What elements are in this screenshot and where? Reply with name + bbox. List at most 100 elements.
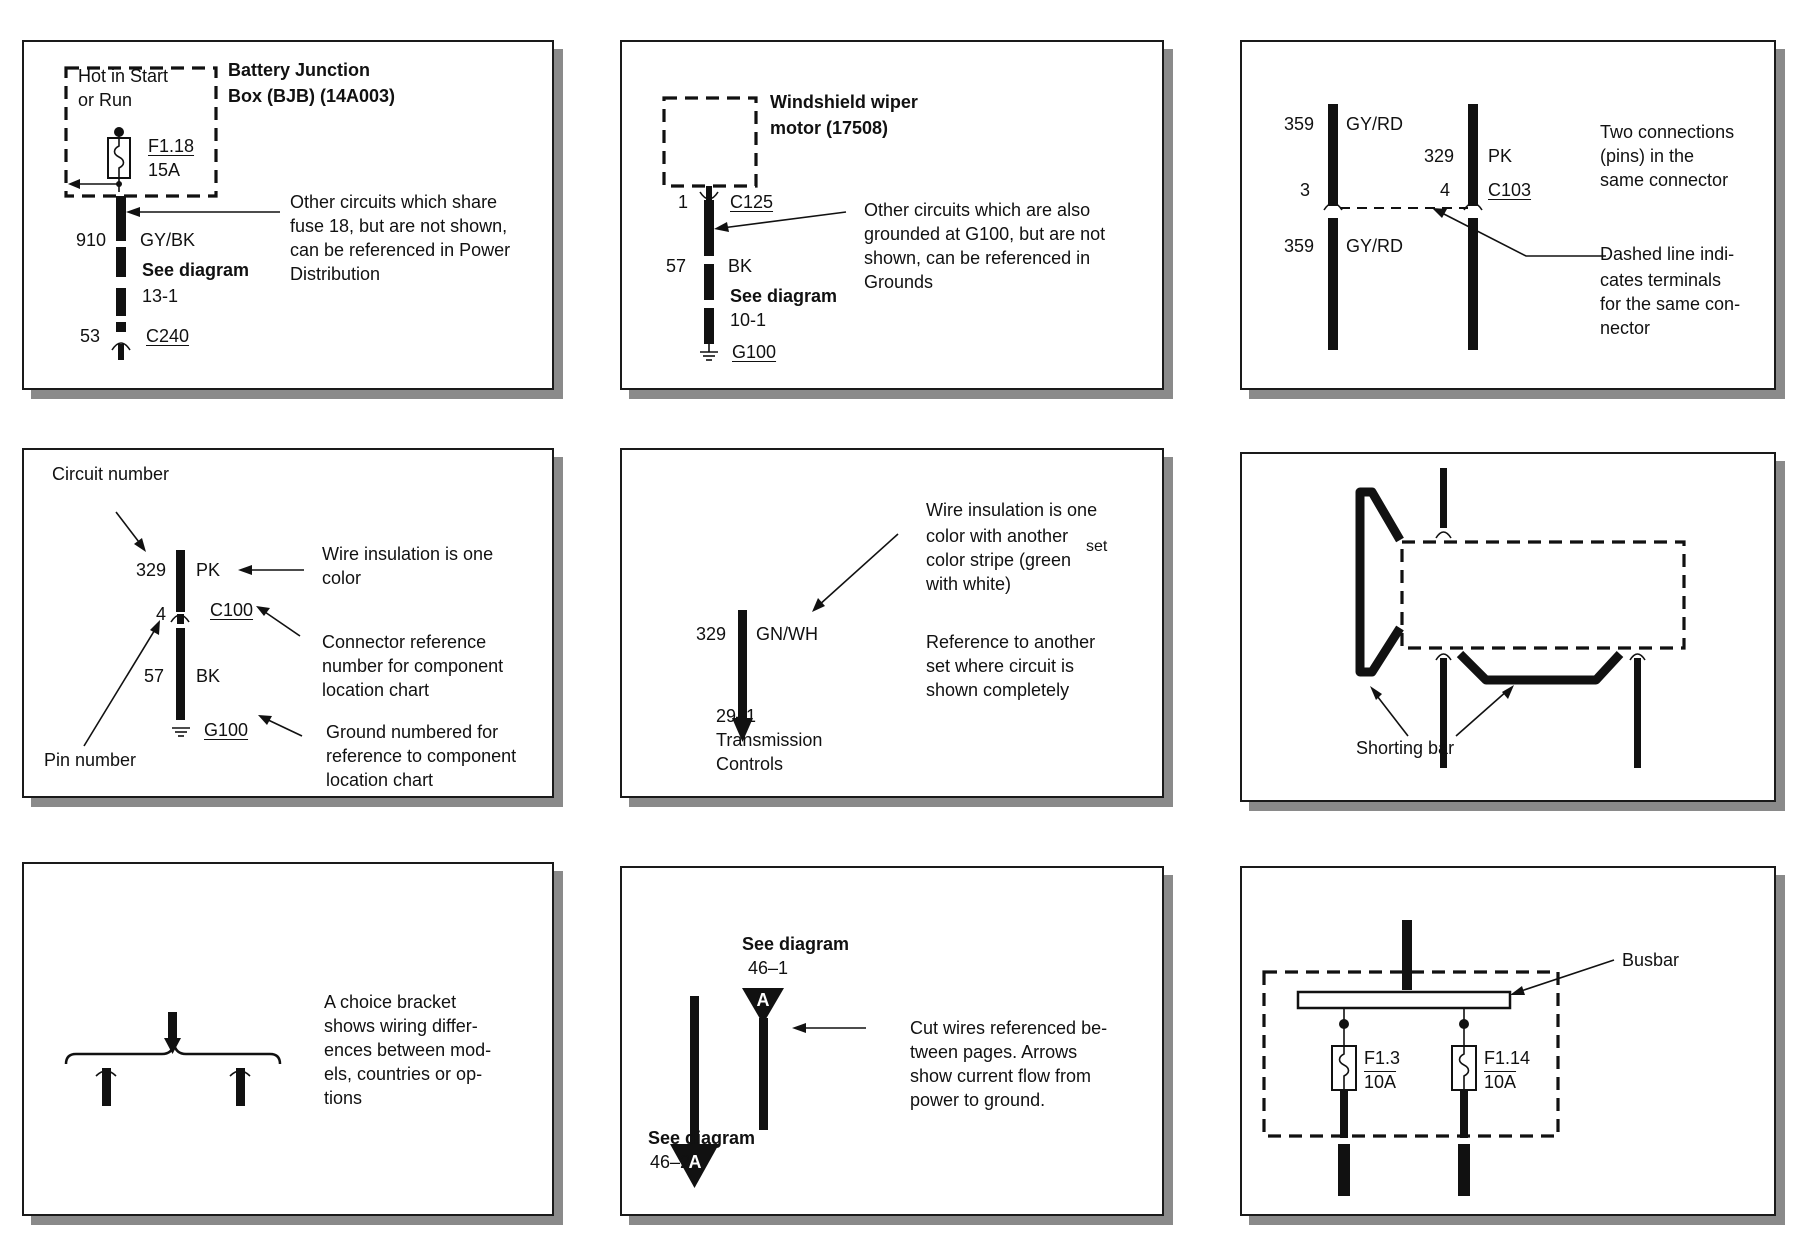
note-line1: A choice bracket (324, 992, 457, 1012)
or-run-label: or Run (78, 90, 133, 110)
note-line4: Grounds (864, 272, 934, 292)
connector-ref: C125 (730, 192, 774, 212)
panel-two-connections: 359 GY/RD 329 PK 3 4 C103 359 GY/RD Two … (1240, 40, 1776, 390)
dash-note-line1: Dashed line indi- (1600, 244, 1735, 264)
reference-note-line1: Reference to another (926, 632, 1096, 652)
connector-note-line2: number for component (322, 656, 504, 676)
ground-note-line2: reference to component (326, 746, 517, 766)
panel-wire-reference: Wire insulation is one color with anothe… (620, 448, 1164, 798)
wire-color: GY/BK (140, 230, 196, 250)
panel-6-graphic (1355, 468, 1686, 768)
note-line2: shows wiring differ- (324, 1016, 478, 1036)
note-line2: fuse 18, but are not shown, (290, 216, 508, 236)
note-line2: tween pages. Arrows (910, 1042, 1078, 1062)
diagram-ref-bottom: 46–2 (650, 1152, 691, 1172)
bjb-dashed-box (64, 66, 218, 198)
note-line1: Other circuits which are also (864, 200, 1091, 220)
note-line4: els, countries or op- (324, 1064, 483, 1084)
circuit-number: 910 (76, 230, 107, 250)
note-line3: can be referenced in Power (290, 240, 511, 260)
fuse-1-label: F1.3 (1364, 1048, 1401, 1068)
arrow-left-icon (68, 179, 80, 189)
note-line3: shown, can be referenced in (864, 248, 1091, 268)
reference-name-line2: Controls (716, 754, 784, 774)
connector-ref: C103 (1488, 180, 1532, 200)
note-line5: tions (324, 1088, 363, 1108)
see-diagram-top: See diagram (742, 934, 850, 954)
panel-shorting-bar: Shorting bar (1240, 452, 1776, 802)
note-line1: Other circuits which share (290, 192, 498, 212)
motor-title-line2: motor (17508) (770, 118, 889, 138)
insulation-note-line1: Wire insulation is one (926, 500, 1098, 520)
panel-3-graphic (1323, 104, 1606, 350)
arrow-a-incoming-icon (742, 988, 784, 1024)
pin-number-label: Pin number (44, 750, 137, 770)
pin-number: 53 (80, 326, 101, 346)
panel-windshield-wiper: Windshield wiper motor (17508) 1 C125 57… (620, 40, 1164, 390)
hot-in-start-label: Hot in Start (78, 66, 169, 86)
ground-note-line3: location chart (326, 770, 434, 790)
connector-ref: C240 (146, 326, 190, 346)
busbar-label: Busbar (1622, 950, 1680, 970)
panel-5-graphic (732, 533, 899, 742)
circuit-number-2: 57 (144, 666, 165, 686)
pin-right: 4 (1440, 180, 1451, 200)
ground-ref: G100 (204, 720, 249, 740)
arrow-a-down-icon (670, 1144, 719, 1188)
see-diagram-label: See diagram (730, 286, 838, 306)
fuse-2-label: F1.14 (1484, 1048, 1531, 1068)
wire-color: PK (196, 560, 221, 580)
panel-7-graphic (64, 1012, 282, 1106)
pointer-arrow-icon (1510, 986, 1525, 995)
note-line2: grounded at G100, but are not (864, 224, 1106, 244)
pointer-arrow-icon (1432, 208, 1447, 218)
motor-dashed-box (662, 96, 758, 188)
fuse-label: F1.18 (148, 136, 195, 156)
ground-note-line1: Ground numbered for (326, 722, 499, 742)
reference-name-line1: Transmission (716, 730, 823, 750)
arrow-letter-top: A (756, 990, 770, 1010)
fuse-1-amp: 10A (1364, 1072, 1397, 1092)
dash-note-line2: cates terminals (1600, 270, 1722, 290)
note-line1: Cut wires referenced be- (910, 1018, 1108, 1038)
reference-note-line2: set where circuit is (926, 656, 1075, 676)
insulation-note-line2: color with another (926, 526, 1069, 546)
see-diagram-label: See diagram (142, 260, 250, 280)
motor-title-line1: Windshield wiper (770, 92, 918, 112)
circuit-left-top: 359 (1284, 114, 1315, 134)
note-line4: Distribution (290, 264, 381, 284)
panel-8-graphic (670, 988, 866, 1188)
insulation-note-line3: color stripe (green (926, 550, 1072, 570)
choice-bracket (64, 1043, 282, 1065)
insulation-note-set: set (1086, 538, 1108, 555)
color-right: PK (1488, 146, 1513, 166)
circuit-number: 57 (666, 256, 687, 276)
diagram-ref: 10-1 (730, 310, 767, 330)
panel-4-graphic (83, 511, 304, 747)
circuit-right: 329 (1424, 146, 1455, 166)
pointer-arrow-icon (792, 1023, 806, 1033)
panel-1-graphic (64, 66, 280, 360)
reference-number: 29–1 (716, 706, 757, 726)
note-line4: power to ground. (910, 1090, 1046, 1110)
panel-2-graphic (662, 96, 847, 361)
component-dashed-box (1400, 540, 1686, 650)
shorting-bar-left (1355, 487, 1404, 677)
reference-note-line3: shown completely (926, 680, 1070, 700)
bjb-title-line1: Battery Junction (228, 60, 371, 80)
insulation-note-line2: color (322, 568, 362, 588)
wire-color: BK (728, 256, 753, 276)
color-left-top: GY/RD (1346, 114, 1404, 134)
pin-left: 3 (1300, 180, 1311, 200)
pointer-arrow-icon (126, 207, 140, 217)
circuit-number: 329 (136, 560, 167, 580)
dash-note-line4: nector (1600, 318, 1651, 338)
see-diagram-bottom: See diagram (648, 1128, 756, 1148)
connector-ref: C100 (210, 600, 254, 620)
ground-ref: G100 (732, 342, 777, 362)
insulation-note-line4: with white) (926, 574, 1012, 594)
circuit-left-bottom: 359 (1284, 236, 1315, 256)
fuse-amp-label: 15A (148, 160, 181, 180)
pin-number: 1 (678, 192, 689, 212)
bjb-title-line2: Box (BJB) (14A003) (228, 86, 396, 106)
